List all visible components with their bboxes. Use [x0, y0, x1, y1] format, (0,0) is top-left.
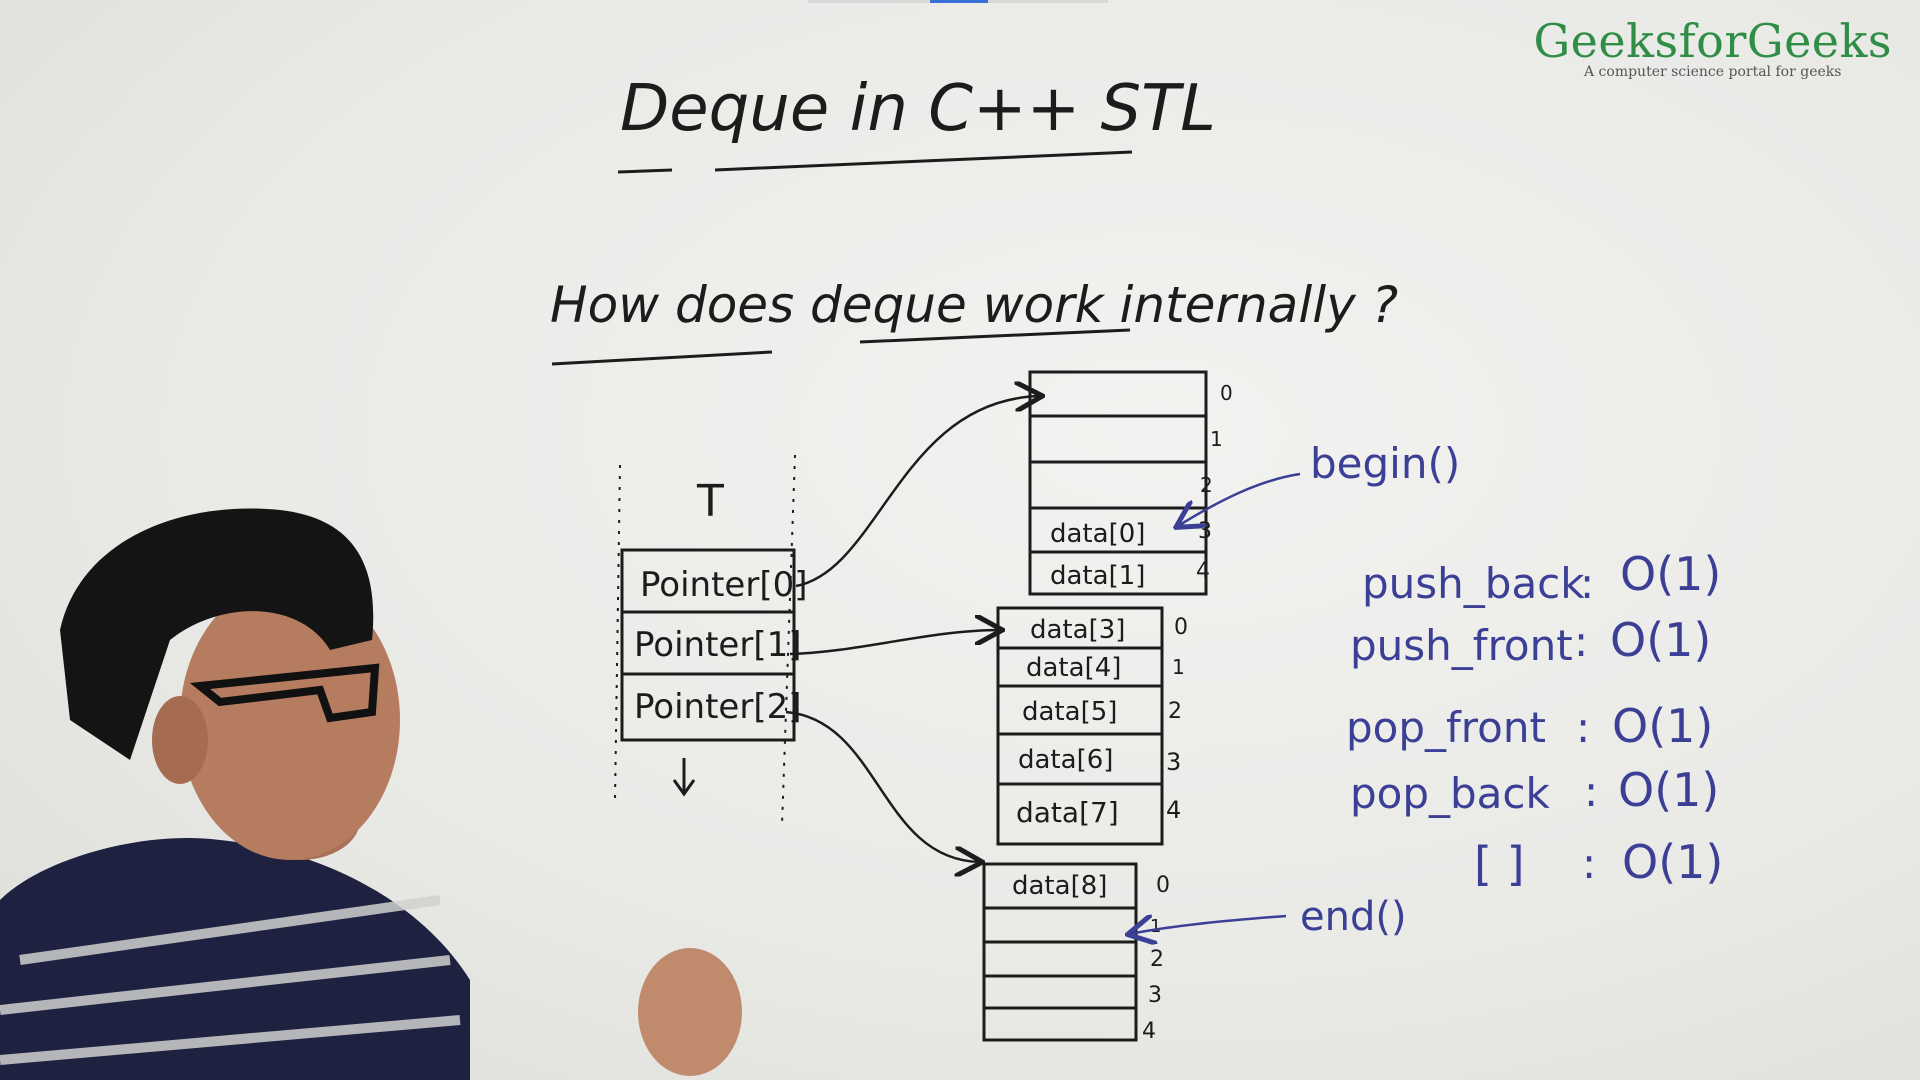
- map-pointer-0: Pointer[0]: [640, 565, 807, 605]
- block1-cell-1: data[4]: [1026, 653, 1121, 683]
- svg-text::: :: [1580, 559, 1594, 608]
- block0-index-2: 2: [1200, 473, 1213, 497]
- block1-index-3: 3: [1166, 748, 1181, 776]
- end-arrow: [1130, 916, 1287, 934]
- block1-index-1: 1: [1172, 655, 1185, 679]
- geeksforgeeks-logo: GeeksforGeeks A computer science portal …: [1533, 14, 1892, 80]
- complexity-list: push_back : O(1) push_front : O(1) pop_f…: [1346, 547, 1723, 891]
- presenter-face: [180, 580, 400, 860]
- chunk-block-2: data[8] 0 1 2 3 4: [982, 862, 1170, 1044]
- map-pointer-1: Pointer[1]: [634, 625, 801, 665]
- map-down-arrow: [672, 758, 696, 797]
- pointer-map: T Pointer[0] Pointer[1] Pointer[2]: [614, 454, 807, 826]
- complexity-op-1: push_front: [1350, 621, 1573, 670]
- block2-index-4: 4: [1142, 1019, 1156, 1044]
- block1-cell-3: data[6]: [1018, 745, 1113, 775]
- presenter-hand: [638, 948, 742, 1076]
- block0-index-1: 1: [1210, 427, 1223, 451]
- complexity-cost-4: O(1): [1622, 835, 1723, 889]
- video-progress-accent: [930, 0, 988, 3]
- block2-index-1: 1: [1150, 916, 1161, 937]
- pointer1-arrow: [789, 630, 1000, 656]
- presenter-shirt: [0, 838, 470, 1080]
- block0-index-4: 4: [1196, 559, 1210, 584]
- question-heading: How does deque work internally ?: [550, 276, 1398, 334]
- block2-index-0: 0: [1156, 873, 1170, 898]
- block1-cell-2: data[5]: [1022, 697, 1117, 727]
- title-underline: [617, 150, 1133, 174]
- block2-cell-0: data[8]: [1012, 871, 1107, 901]
- block1-index-4: 4: [1166, 796, 1181, 824]
- logo-tagline: A computer science portal for geeks: [1583, 64, 1842, 80]
- complexity-cost-1: O(1): [1610, 613, 1711, 667]
- block2-index-3: 3: [1148, 983, 1162, 1008]
- question-underline: [551, 328, 1131, 366]
- pointer0-arrow: [795, 396, 1040, 588]
- map-pointer-2: Pointer[2]: [634, 687, 801, 727]
- chunk-block-0: data[0] data[1] 0 1 2 3 4: [1028, 370, 1233, 596]
- block1-cell-4: data[7]: [1016, 796, 1119, 829]
- chunk-block-1: data[3] data[4] data[5] data[6] data[7] …: [996, 606, 1188, 846]
- complexity-op-0: push_back: [1362, 559, 1585, 608]
- block1-index-2: 2: [1168, 699, 1182, 724]
- begin-arrow: [1178, 472, 1301, 526]
- complexity-cost-2: O(1): [1612, 699, 1713, 753]
- block0-index-3: 3: [1198, 519, 1212, 544]
- block0-cell-3: data[0]: [1050, 519, 1145, 549]
- presenter: [0, 508, 742, 1080]
- logo-name: GeeksforGeeks: [1533, 14, 1892, 68]
- block2-index-2: 2: [1150, 947, 1164, 972]
- block1-index-0: 0: [1174, 615, 1188, 640]
- board-title: Deque in C++ STL: [620, 72, 1216, 146]
- block0-index-0: 0: [1220, 381, 1233, 405]
- end-label: end(): [1300, 894, 1407, 940]
- complexity-cost-3: O(1): [1618, 763, 1719, 817]
- pointer2-arrow: [785, 710, 980, 862]
- map-type-label: T: [696, 476, 724, 527]
- svg-text::: :: [1576, 703, 1590, 752]
- block0-cell-4: data[1]: [1050, 561, 1145, 591]
- svg-text::: :: [1574, 617, 1588, 666]
- glasses-icon: [189, 663, 380, 723]
- presenter-hair: [60, 508, 374, 760]
- block1-cell-0: data[3]: [1030, 615, 1125, 645]
- svg-text::: :: [1584, 767, 1598, 816]
- complexity-op-2: pop_front: [1346, 703, 1546, 752]
- complexity-cost-0: O(1): [1620, 547, 1721, 601]
- complexity-op-4: [ ]: [1474, 837, 1525, 891]
- begin-label: begin(): [1310, 439, 1460, 488]
- complexity-op-3: pop_back: [1350, 769, 1551, 818]
- svg-text::: :: [1582, 839, 1596, 888]
